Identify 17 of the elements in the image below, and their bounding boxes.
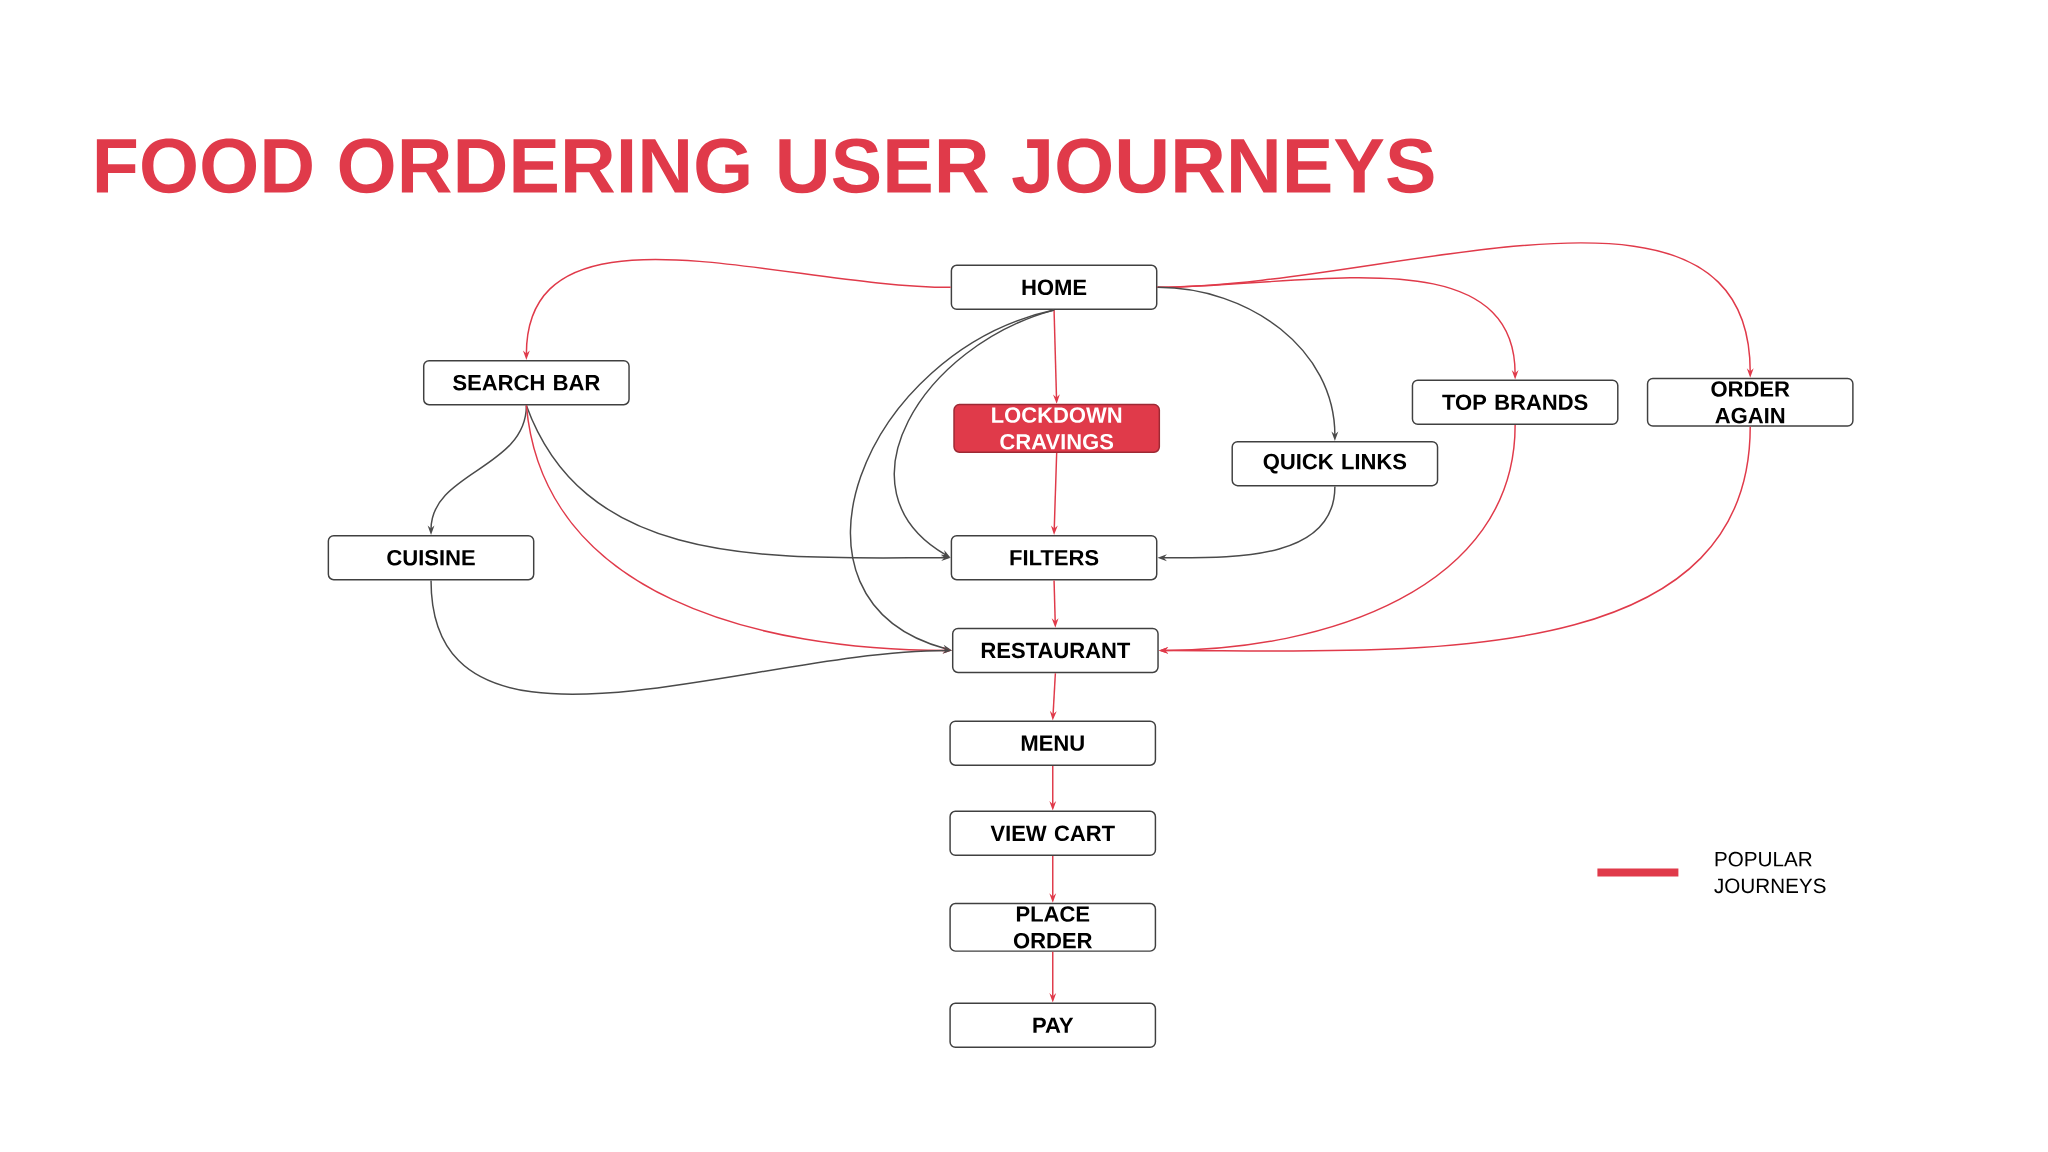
step-box: MENU: [949, 720, 1157, 766]
step-box: CUISINE: [327, 534, 535, 581]
title: FOOD ORDERING USER JOURNEYS: [96, 138, 1434, 194]
step-box: SEARCH BAR: [422, 359, 630, 406]
legend-text: POPULAR JOURNEYS: [1714, 851, 1826, 894]
step-box: PAY: [949, 1002, 1157, 1049]
step-box: VIEW CART: [949, 810, 1157, 857]
step-box: ORDER AGAIN: [1646, 377, 1854, 427]
arrow: [850, 309, 1055, 652]
highlighted-box: LOCKDOWN CRAVINGS: [953, 403, 1161, 453]
step-box: FILTERS: [950, 534, 1158, 581]
step-box: HOME: [950, 264, 1158, 311]
arrow: [893, 309, 1055, 558]
step-box: QUICK LINKS: [1231, 440, 1439, 487]
step-box: PLACE ORDER: [949, 902, 1157, 952]
step-box: TOP BRANDS: [1411, 379, 1619, 425]
step-box: RESTAURANT: [951, 627, 1159, 674]
